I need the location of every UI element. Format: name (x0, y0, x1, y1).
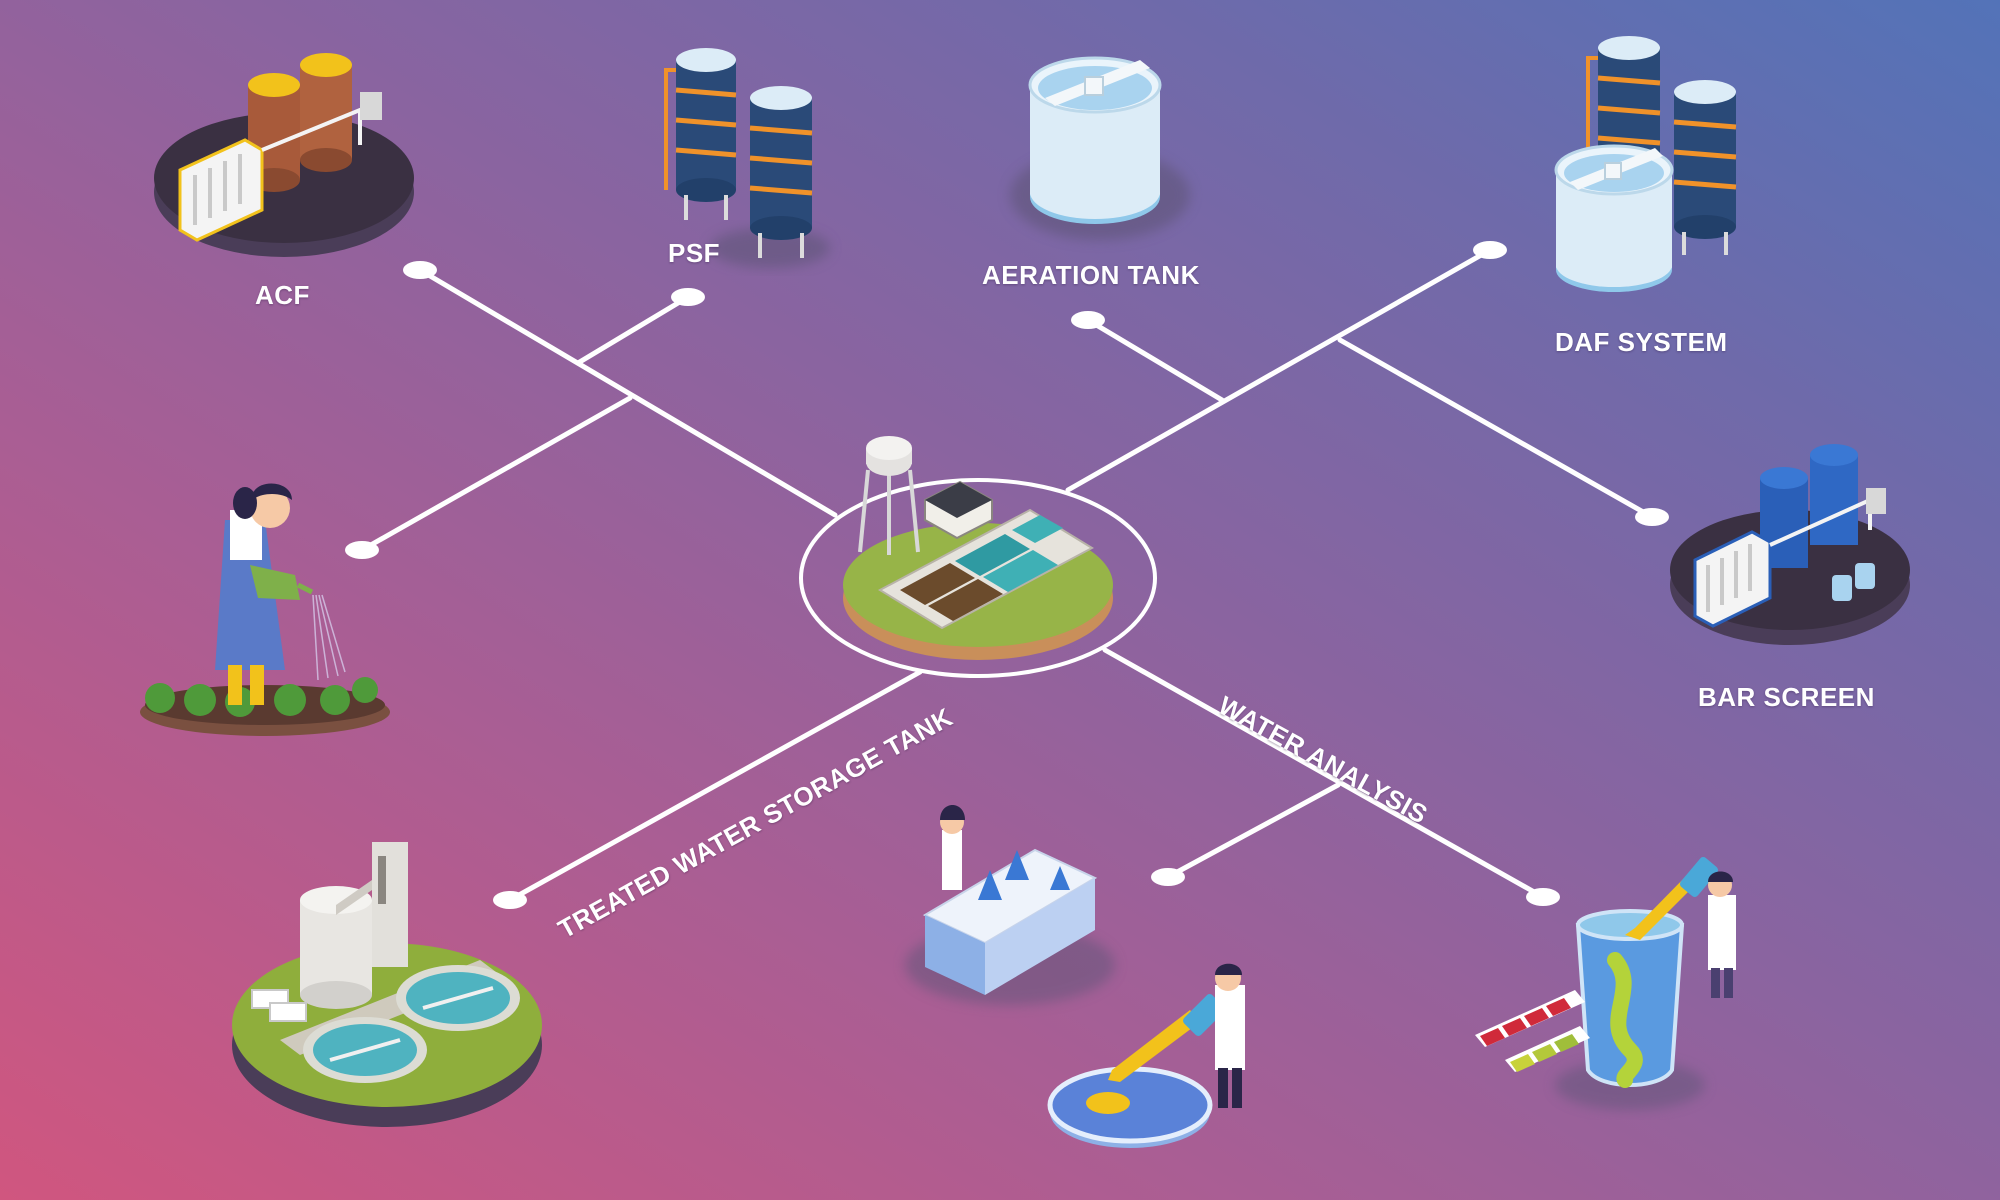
dot-bar-screen (1635, 508, 1669, 526)
connector-psf-branch (575, 294, 691, 366)
farmer-illustration (140, 483, 390, 736)
connector-treated-water (507, 669, 923, 903)
connector-daf (1065, 247, 1493, 493)
label-daf-system: DAF SYSTEM (1555, 327, 1728, 357)
central-treatment-plant (799, 436, 1157, 678)
connector-acf (417, 267, 838, 518)
connector-water-analysis (1102, 647, 1546, 900)
connector-farmer (359, 395, 633, 553)
connector-bar-screen (1337, 337, 1655, 520)
dot-treated-water (493, 891, 527, 909)
water-analysis-beaker-illustration (1475, 857, 1736, 1110)
lab-table-illustration (905, 805, 1115, 1005)
dot-lab (1151, 868, 1185, 886)
aeration-tank-illustration (1010, 56, 1190, 240)
petri-dish-illustration (1047, 963, 1245, 1148)
psf-illustration (664, 48, 830, 268)
bar-screen-illustration (1670, 444, 1910, 645)
acf-illustration (154, 53, 414, 257)
dot-farmer (345, 541, 379, 559)
center-ring (799, 478, 1157, 678)
dot-water-analysis (1526, 888, 1560, 906)
treated-water-storage-illustration (232, 842, 542, 1127)
dot-aeration (1071, 311, 1105, 329)
connector-lab-branch (1165, 782, 1341, 880)
connector-lines (359, 247, 1655, 903)
daf-system-illustration (1554, 36, 1737, 292)
dot-psf (671, 288, 705, 306)
connector-aeration-branch (1085, 317, 1225, 403)
dot-acf (403, 261, 437, 279)
dot-daf (1473, 241, 1507, 259)
label-bar-screen: BAR SCREEN (1698, 682, 1875, 712)
label-psf: PSF (668, 238, 721, 268)
endpoint-dots (345, 241, 1669, 909)
label-aeration-tank: AERATION TANK (982, 260, 1200, 290)
label-acf: ACF (255, 280, 310, 310)
